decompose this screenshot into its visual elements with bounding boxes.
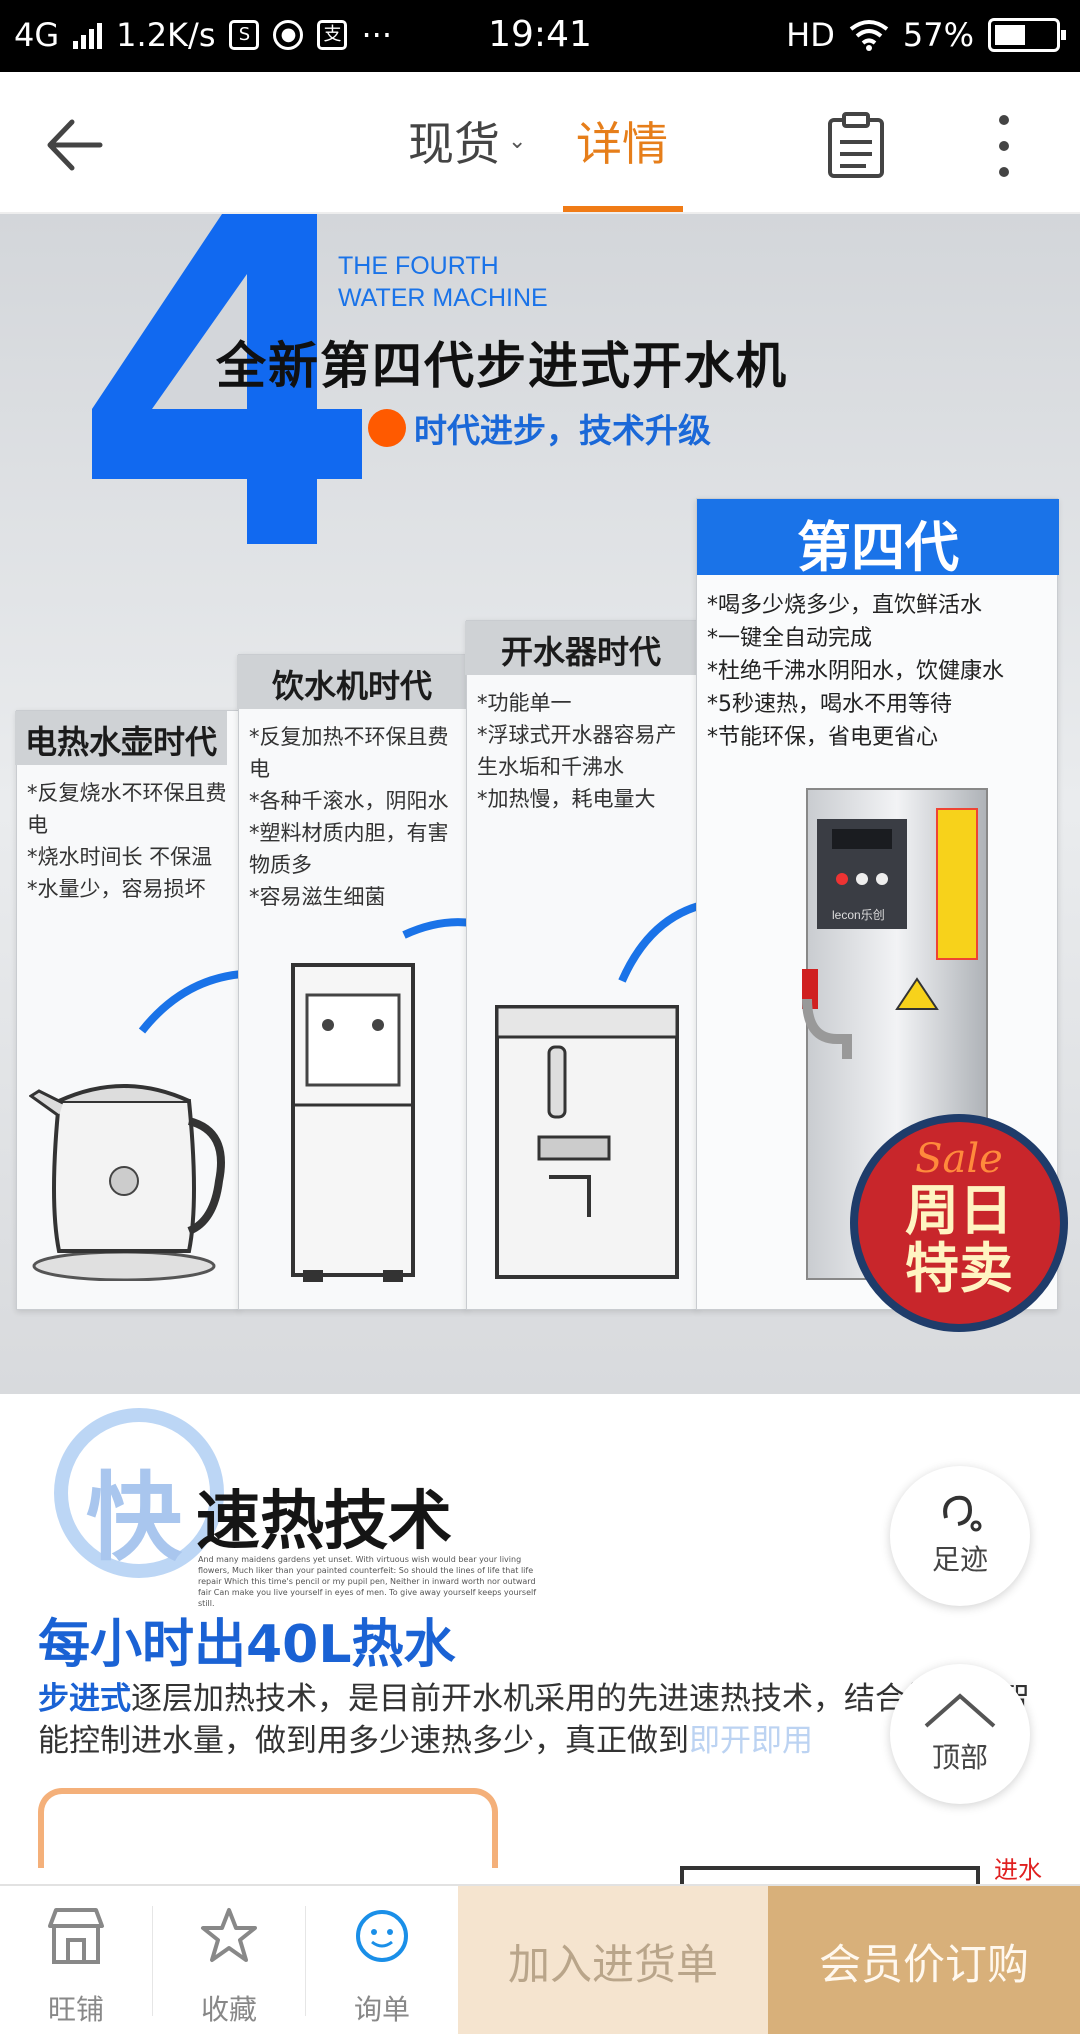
banner-headline: 全新第四代步进式开水机 — [216, 337, 788, 395]
footprint-button[interactable]: 足迹 — [890, 1466, 1030, 1606]
panel-title: 开水器时代 — [465, 621, 697, 675]
kettle-era-panel: 电热水壶时代 *反复烧水不环保且费电 *烧水时间长 不保温 *水量少，容易损坏 — [15, 710, 307, 1310]
product-hero-banner: THE FOURTH WATER MACHINE 全新第四代步进式开水机 时代进… — [0, 214, 1080, 1394]
tab-detail[interactable]: 详情 — [576, 117, 668, 171]
panel-point: *塑料材质内胆，有害物质多 — [249, 821, 449, 877]
more-notifications-icon: ··· — [361, 16, 392, 54]
panel-point: *容易滋生细菌 — [249, 885, 386, 909]
sale-text: 周日 特卖 — [905, 1179, 1013, 1300]
panel-point: *反复烧水不环保且费电 — [27, 781, 227, 837]
hot-water-rate: 每小时出40L热水 — [38, 1615, 456, 1675]
back-to-top-label: 顶部 — [931, 1741, 988, 1774]
chat-bubble-icon — [356, 1910, 408, 1962]
fast-char: 快 — [86, 1462, 182, 1574]
favorite-button[interactable]: 收藏 — [153, 1886, 305, 2034]
clipboard-icon[interactable] — [826, 112, 886, 180]
desc-faded: 即开即用 — [689, 1723, 813, 1759]
s-app-icon: S — [229, 20, 260, 50]
wifi-icon — [849, 20, 889, 51]
shop-button[interactable]: 旺铺 — [0, 1886, 152, 2034]
back-arrow-icon[interactable] — [40, 110, 110, 180]
panel-point: *各种千滚水，阴阳水 — [249, 789, 449, 813]
member-order-button[interactable]: 会员价订购 — [768, 1886, 1080, 2034]
boiler-era-panel: 开水器时代 *功能单一 *浮球式开水器容易产生水垢和千沸水 *加热慢，耗电量大 — [465, 620, 755, 1310]
inlet-diagram — [680, 1866, 980, 1886]
panel-point: *反复加热不环保且费电 — [249, 725, 449, 781]
panel-point: *杜绝千沸水阴阳水，饮健康水 — [707, 659, 1005, 684]
status-bar: 4G 1.2K/s S ● 支 ··· 19:41 HD 57% — [0, 0, 1080, 72]
big-number-four — [92, 214, 362, 544]
footprint-icon — [943, 1495, 982, 1532]
network-type: 4G — [14, 16, 60, 54]
divider — [152, 1906, 153, 2016]
battery-percent: 57% — [902, 16, 974, 54]
panel-point: *加热慢，耗电量大 — [477, 787, 656, 811]
status-right: HD 57% — [786, 16, 1066, 54]
desc-body: 逐层加热技术，是目前开水机采用的先进速热技术，结合微电脑智能控制进水量，做到用多… — [38, 1681, 1030, 1759]
kettle-illustration — [29, 1084, 225, 1281]
english-title: THE FOURTH WATER MACHINE — [338, 252, 548, 312]
back-to-top-button[interactable]: 顶部 — [890, 1664, 1030, 1804]
star-icon — [201, 1908, 257, 1962]
divider — [305, 1906, 306, 2016]
panel-point: *烧水时间长 不保温 — [27, 845, 213, 869]
inquiry-label: 询单 — [353, 1993, 410, 2026]
inlet-label: 进水 — [994, 1856, 1042, 1884]
section-title: 速热技术 — [196, 1485, 452, 1559]
desc-highlight: 步进式 — [38, 1681, 131, 1717]
network-speed: 1.2K/s — [116, 16, 216, 54]
chevron-up-icon — [924, 1693, 996, 1728]
clock: 19:41 — [488, 14, 592, 55]
battery-icon — [988, 18, 1066, 52]
hd-indicator: HD — [786, 16, 835, 54]
panel-point: *5秒速热，喝水不用等待 — [707, 692, 952, 717]
status-left: 4G 1.2K/s S ● 支 ··· — [14, 16, 392, 54]
sale-script: Sale — [915, 1136, 1003, 1182]
panel-point: *节能环保，省电更省心 — [707, 725, 939, 750]
inquiry-button[interactable]: 询单 — [306, 1886, 458, 2034]
panel-title: 第四代 — [697, 499, 1059, 579]
shop-icon — [48, 1908, 104, 1964]
footprint-label: 足迹 — [931, 1543, 988, 1576]
sunday-sale-badge: Sale 周日 特卖 — [850, 1114, 1068, 1332]
fine-print: And many maidens gardens yet unset. With… — [198, 1555, 537, 1608]
product-preview-card — [38, 1788, 498, 1868]
add-to-cart-button[interactable]: 加入进货单 — [458, 1886, 768, 2034]
signal-icon — [73, 21, 103, 49]
alipay-icon: 支 — [317, 20, 348, 50]
more-vertical-icon[interactable] — [990, 112, 1018, 180]
shop-label: 旺铺 — [47, 1993, 104, 2026]
active-tab-indicator — [563, 206, 683, 212]
dispenser-illustration — [291, 963, 415, 1282]
tab-spot-label: 现货 — [408, 117, 500, 171]
panel-point: *水量少，容易损坏 — [27, 877, 206, 901]
tech-description: 步进式逐层加热技术，是目前开水机采用的先进速热技术，结合微电脑智能控制进水量，做… — [38, 1678, 1058, 1762]
panel-point: *功能单一 — [477, 691, 572, 715]
dispenser-era-panel: 饮水机时代 *反复加热不环保且费电 *各种千滚水，阴阳水 *塑料材质内胆，有害物… — [237, 654, 539, 1310]
panel-point: *一键全自动完成 — [707, 626, 873, 651]
machine-brand: lecon乐创 — [832, 908, 885, 922]
top-nav-bar: 现货 ⌄ 详情 — [0, 72, 1080, 214]
panel-title: 电热水壶时代 — [15, 711, 228, 765]
tab-spot-goods[interactable]: 现货 ⌄ — [408, 108, 526, 174]
panel-point: *浮球式开水器容易产生水垢和千沸水 — [477, 723, 677, 779]
favorite-label: 收藏 — [200, 1993, 257, 2026]
boiler-illustration — [495, 1005, 679, 1279]
chevron-down-icon: ⌄ — [508, 128, 527, 154]
bottom-action-bar: 旺铺 收藏 询单 加入进货单 会员价订购 — [0, 1884, 1080, 2034]
banner-subline: 时代进步，技术升级 — [368, 404, 711, 452]
orange-dot-icon — [368, 409, 406, 447]
panel-title: 饮水机时代 — [237, 655, 467, 709]
panel-point: *喝多少烧多少，直饮鲜活水 — [707, 593, 983, 618]
compass-icon: ● — [273, 20, 304, 50]
